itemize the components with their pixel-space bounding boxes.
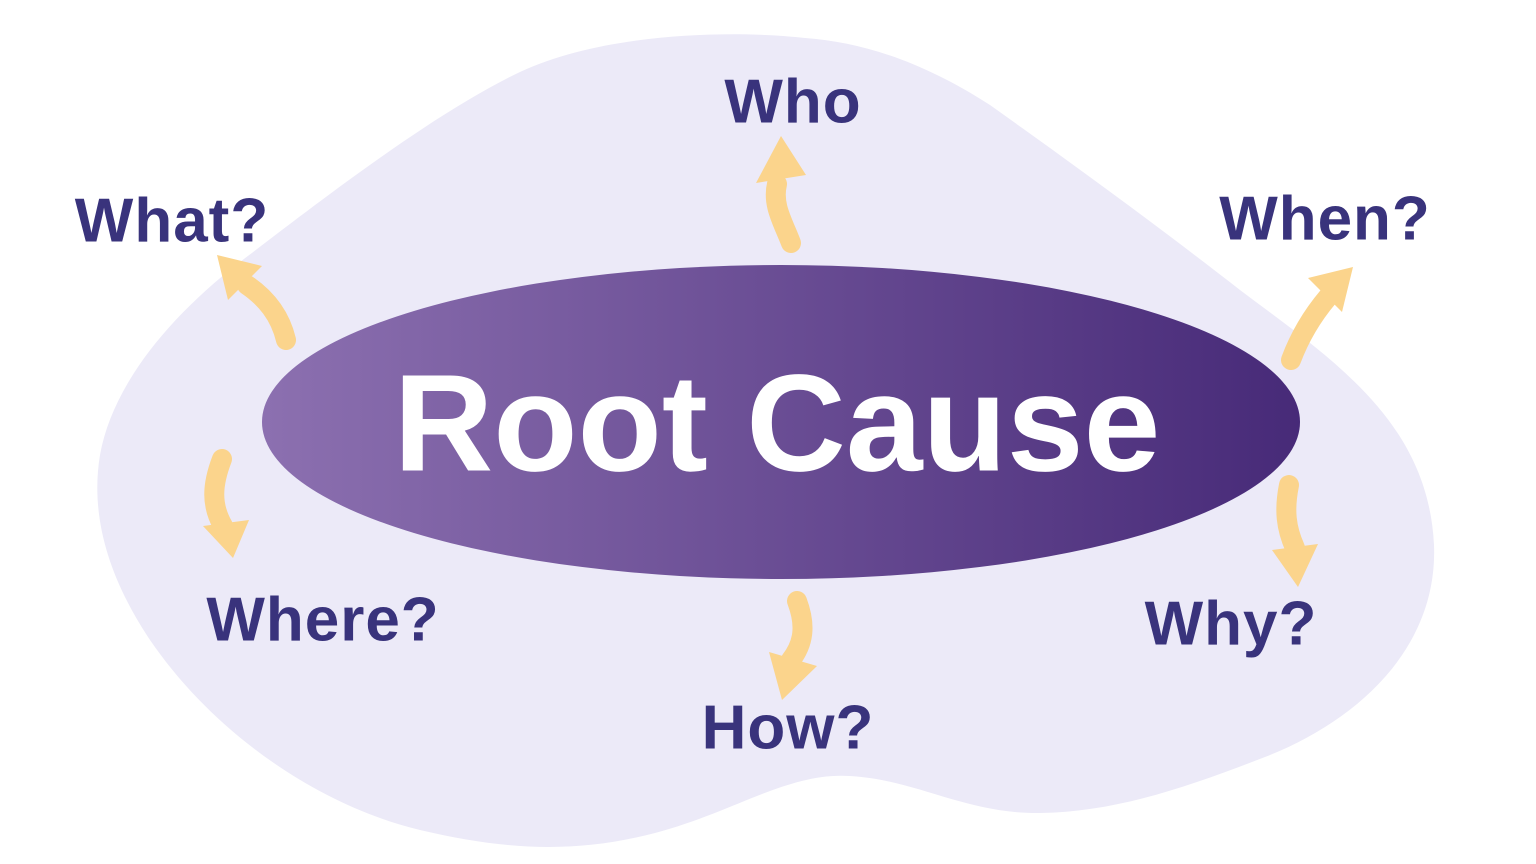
where-arrow-icon bbox=[203, 449, 249, 558]
question-label-who: Who bbox=[724, 67, 862, 137]
question-label-when: When? bbox=[1219, 184, 1431, 254]
root-cause-title: Root Cause bbox=[393, 346, 1161, 501]
question-label-where: Where? bbox=[206, 585, 440, 655]
what-arrow-icon bbox=[217, 255, 296, 350]
why-arrow-icon bbox=[1272, 475, 1318, 587]
question-label-why: Why? bbox=[1144, 589, 1318, 659]
who-arrow-icon bbox=[756, 136, 806, 253]
root-cause-ellipse bbox=[262, 265, 1300, 579]
how-arrow-icon bbox=[769, 591, 817, 700]
question-label-what: What? bbox=[74, 186, 270, 256]
when-arrow-icon bbox=[1281, 267, 1353, 370]
question-label-how: How? bbox=[701, 693, 875, 763]
